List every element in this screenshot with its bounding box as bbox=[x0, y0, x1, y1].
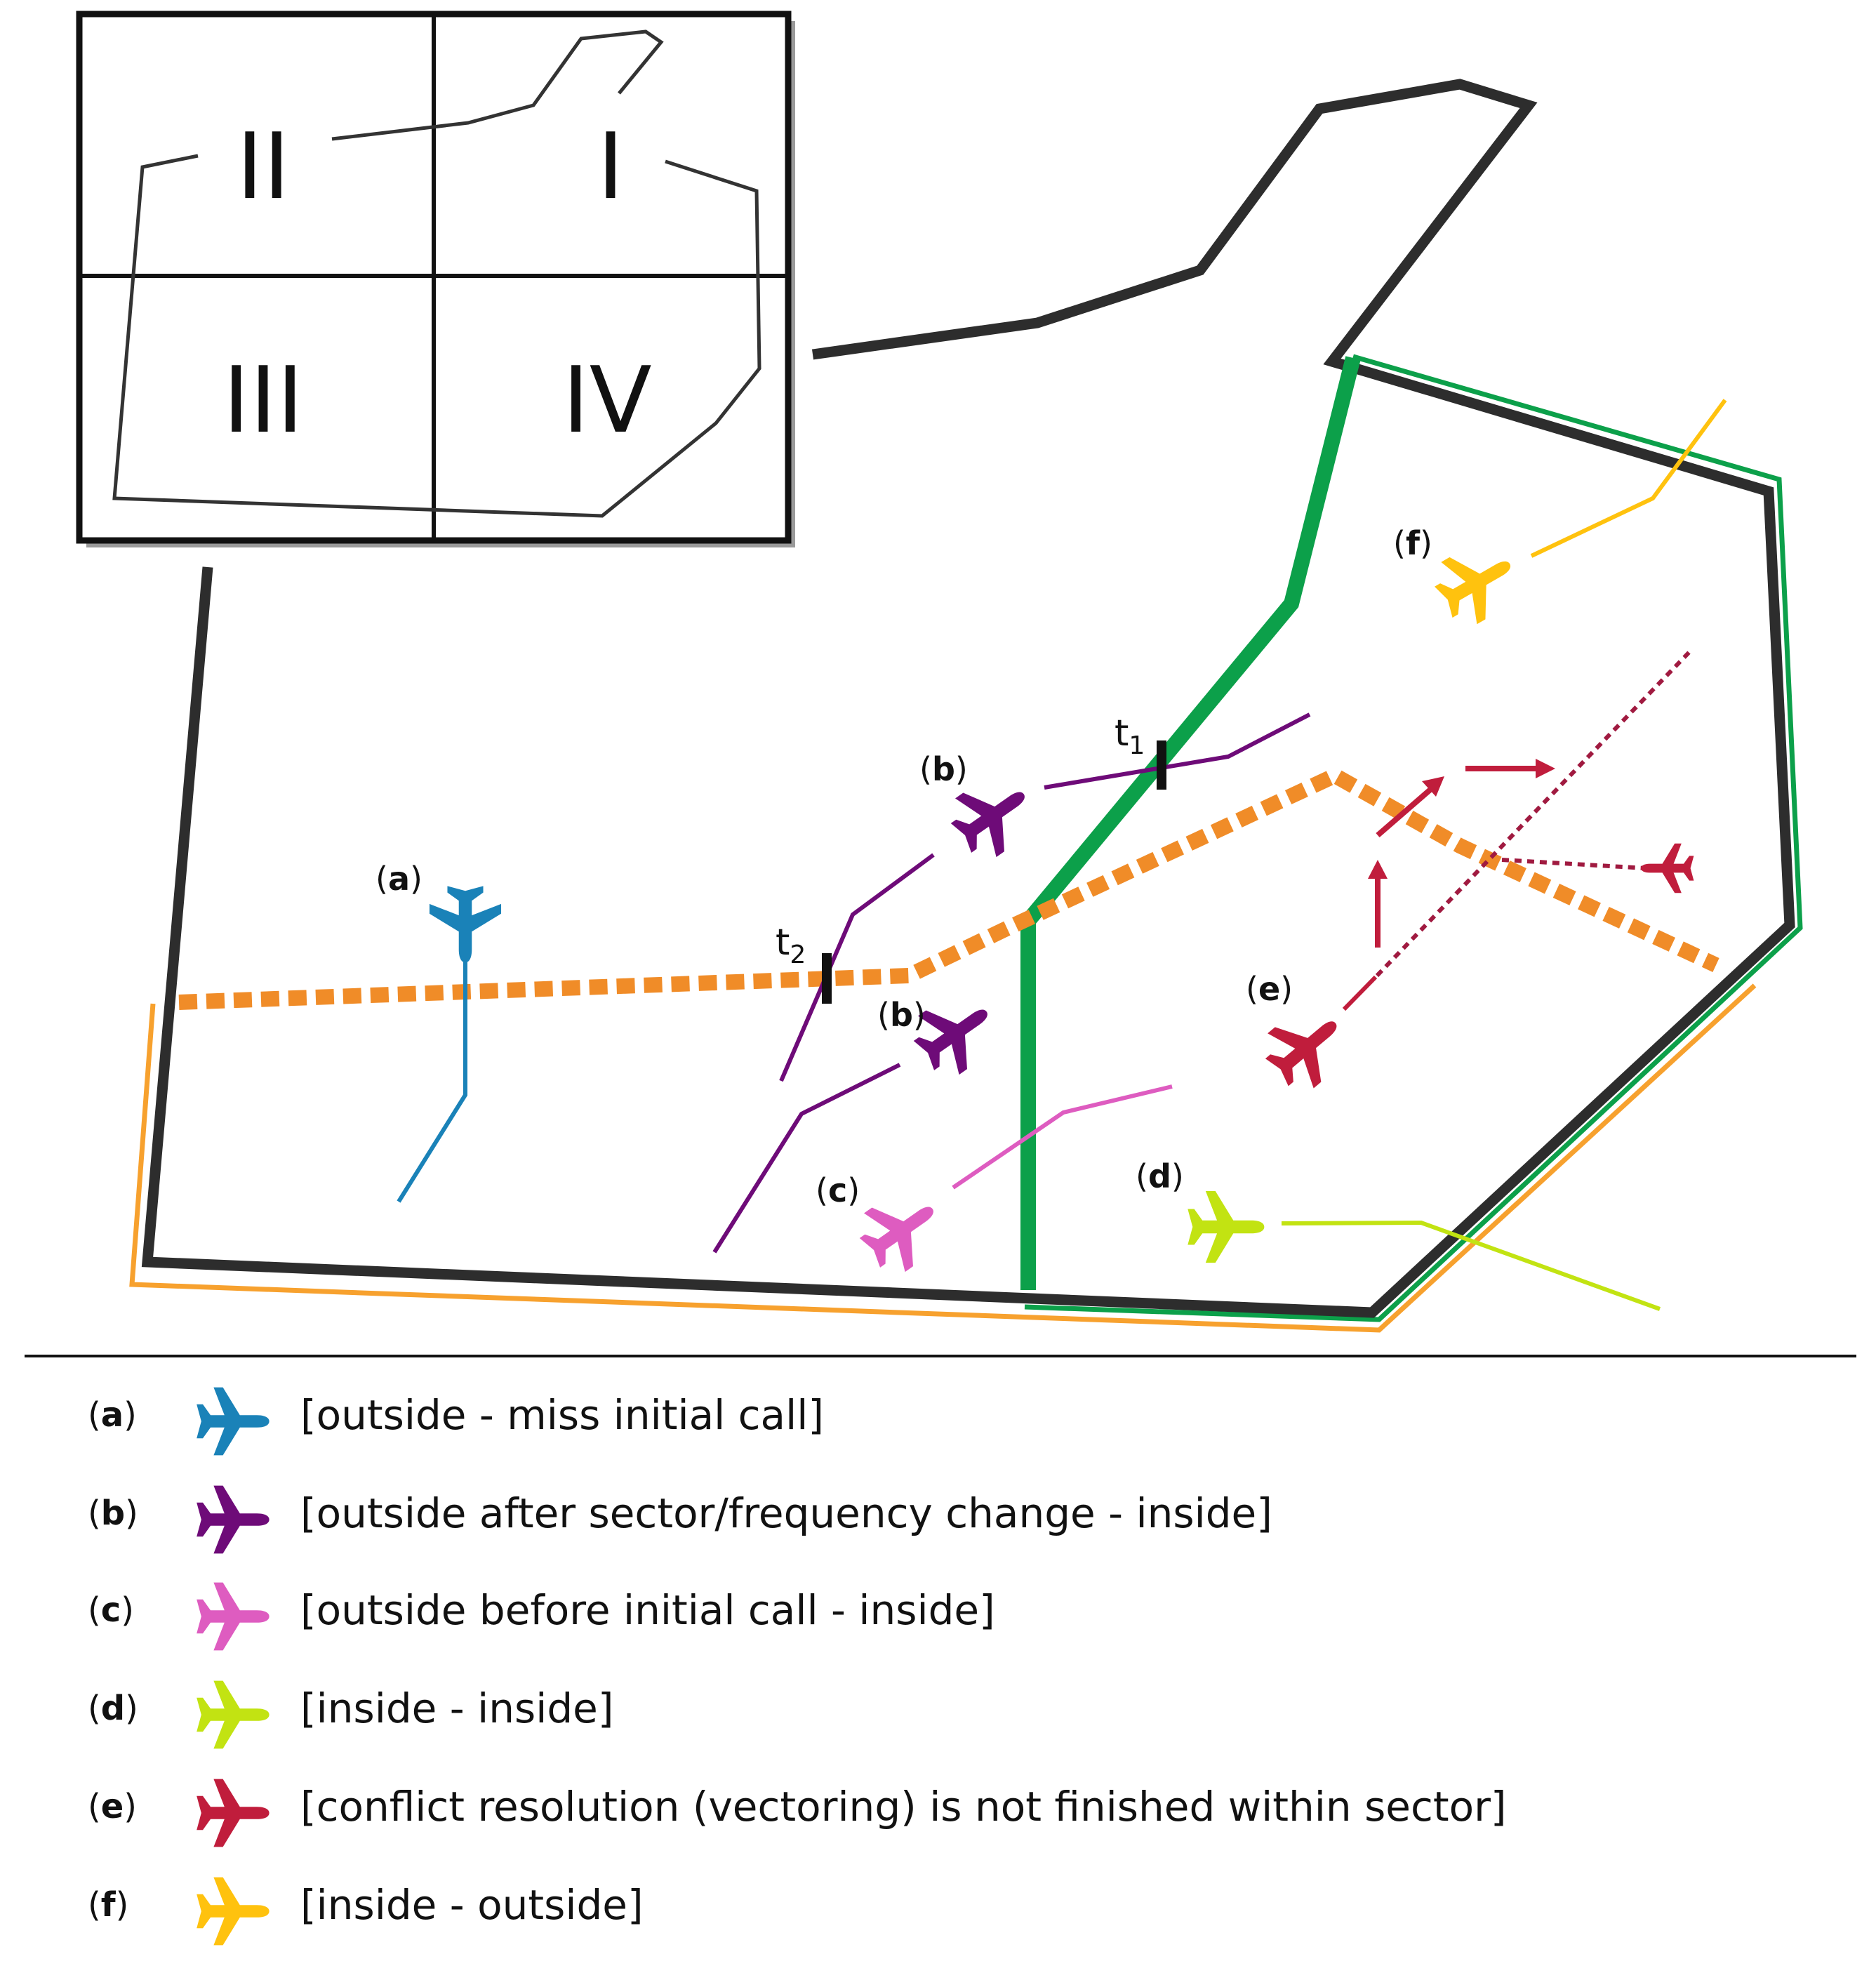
airplane-icon-e2 bbox=[1641, 843, 1694, 894]
track-d bbox=[1281, 1220, 1661, 1311]
legend-text: [inside - outside] bbox=[300, 1881, 644, 1929]
label-c: (c) bbox=[816, 1171, 860, 1209]
track-c bbox=[952, 1084, 1173, 1190]
legend-letter: (b) bbox=[88, 1494, 138, 1533]
track-f bbox=[1530, 399, 1727, 558]
label-f: (f) bbox=[1393, 524, 1432, 562]
orange-outline bbox=[129, 983, 1757, 1333]
quadrant-II: II bbox=[237, 113, 291, 220]
legend-letter: (d) bbox=[88, 1689, 138, 1728]
airplane-icon bbox=[197, 1779, 270, 1847]
airplane-icon-a bbox=[429, 886, 502, 963]
airplane-icon-f bbox=[1425, 533, 1528, 634]
label-e: (e) bbox=[1246, 970, 1293, 1008]
track-b-lower bbox=[712, 1063, 901, 1254]
airplane-icon bbox=[197, 1680, 270, 1749]
airplane-icon-e bbox=[1253, 995, 1359, 1100]
legend-text: [conflict resolution (vectoring) is not … bbox=[300, 1783, 1507, 1831]
legend-text: [inside - inside] bbox=[300, 1685, 614, 1732]
orange-route bbox=[178, 766, 1719, 1010]
t2-label: t2 bbox=[776, 922, 806, 969]
quadrant-I: I bbox=[597, 113, 624, 220]
legend-text: [outside after sector/frequency change -… bbox=[300, 1489, 1272, 1537]
legend-row-e: (e) [conflict resolution (vectoring) is n… bbox=[0, 1774, 1876, 1852]
track-e2-dotted bbox=[1501, 858, 1647, 870]
legend-text: [outside before initial call - inside] bbox=[300, 1586, 995, 1634]
sector-border bbox=[141, 79, 1795, 1318]
quadrant-IV: IV bbox=[562, 347, 651, 453]
legend-row-d: (d) [inside - inside] bbox=[0, 1676, 1876, 1753]
quadrant-III: III bbox=[222, 347, 303, 453]
legend-row-b: (b) [outside after sector/frequency chang… bbox=[0, 1481, 1876, 1558]
quadrant-inset: I II III IV bbox=[76, 11, 795, 547]
green-boundary bbox=[1020, 356, 1361, 1290]
airplane-icon bbox=[197, 1877, 270, 1946]
legend-row-a: (a) [outside - miss initial call] bbox=[0, 1383, 1876, 1460]
label-b-lower: (b) bbox=[877, 996, 926, 1034]
t1-label: t1 bbox=[1115, 712, 1145, 760]
legend-letter: (a) bbox=[88, 1395, 137, 1435]
legend-letter: (f) bbox=[88, 1885, 129, 1925]
airplane-icon-c bbox=[849, 1179, 953, 1282]
label-a: (a) bbox=[375, 860, 423, 898]
airplane-icon bbox=[197, 1387, 270, 1456]
legend-row-f: (f) [inside - outside] bbox=[0, 1873, 1876, 1950]
legend-letter: (c) bbox=[88, 1590, 134, 1630]
track-b-upper-tail bbox=[779, 853, 935, 1082]
track-a bbox=[397, 962, 467, 1203]
green-outline bbox=[1024, 354, 1803, 1322]
track-b-upper bbox=[1044, 712, 1311, 790]
airplane-icon bbox=[197, 1485, 270, 1554]
airplane-icon-d bbox=[1188, 1190, 1265, 1263]
legend-text: [outside - miss initial call] bbox=[300, 1391, 824, 1439]
airplane-icon bbox=[197, 1582, 270, 1651]
legend-letter: (e) bbox=[88, 1787, 138, 1826]
label-b-upper: (b) bbox=[919, 750, 968, 788]
legend-row-c: (c) [outside before initial call - inside… bbox=[0, 1578, 1876, 1655]
vector-arrows bbox=[1368, 759, 1555, 948]
label-d: (d) bbox=[1136, 1157, 1184, 1195]
track-e-solid bbox=[1342, 975, 1378, 1011]
